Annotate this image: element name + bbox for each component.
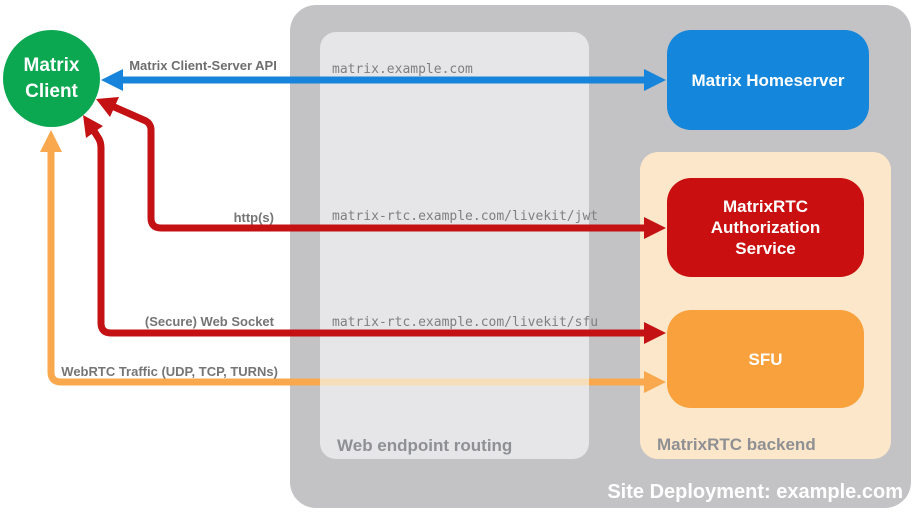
https-arrow-label: http(s) xyxy=(233,210,274,225)
https-arrowhead-client xyxy=(96,97,119,117)
webrtc-arrow-label: WebRTC Traffic (UDP, TCP, TURNs) xyxy=(61,364,278,379)
webrtc-arrowhead-client xyxy=(40,130,62,152)
site-deployment-label: Site Deployment: example.com xyxy=(607,481,903,503)
websocket-arrow-label: (Secure) Web Socket xyxy=(144,314,274,329)
matrix-client-label-line1: Matrix xyxy=(23,54,80,76)
endpoint-url-matrix: matrix.example.com xyxy=(332,62,473,77)
sfu-node: SFU xyxy=(667,310,864,408)
matrixrtc-auth-service-label: MatrixRTC Authorization Service xyxy=(710,197,821,258)
endpoint-url-livekit-sfu: matrix-rtc.example.com/livekit/sfu xyxy=(332,315,599,330)
matrix-client-label-line2: Client xyxy=(25,80,78,102)
webrtc-arrow-line-left xyxy=(47,148,320,386)
client-server-api-arrow-label: Matrix Client-Server API xyxy=(129,58,277,73)
web-endpoint-routing-label: Web endpoint routing xyxy=(337,436,513,455)
web-endpoint-routing-box xyxy=(320,32,589,459)
matrix-homeserver-node: Matrix Homeserver xyxy=(667,30,869,130)
matrixrtc-backend-label: MatrixRTC backend xyxy=(657,435,816,454)
sfu-label: SFU xyxy=(748,349,783,369)
matrix-client-node: Matrix Client xyxy=(3,30,100,127)
websocket-arrowhead-client xyxy=(83,115,103,138)
matrixrtc-auth-service-node: MatrixRTC Authorization Service xyxy=(667,178,864,277)
endpoint-url-livekit-jwt: matrix-rtc.example.com/livekit/jwt xyxy=(332,209,599,224)
matrix-homeserver-label: Matrix Homeserver xyxy=(691,70,845,90)
